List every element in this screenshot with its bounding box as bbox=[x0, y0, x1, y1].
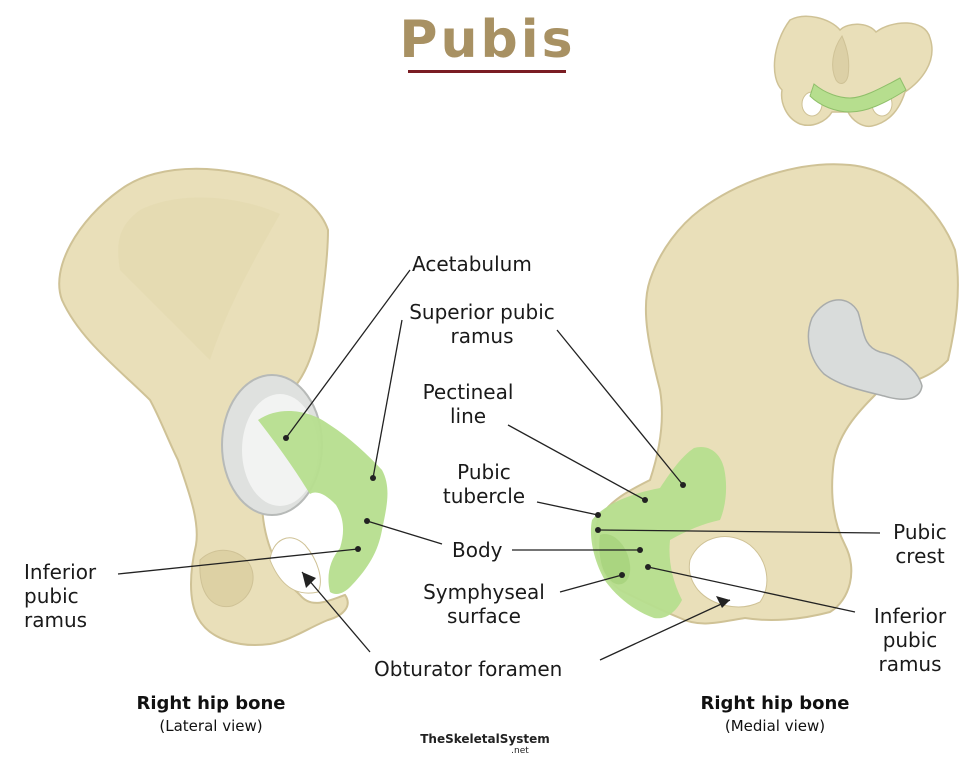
caption-right-title: Right hip bone bbox=[700, 693, 850, 714]
watermark-suffix: .net bbox=[511, 746, 529, 756]
leader-endpoints bbox=[283, 435, 730, 608]
label-inferior-pubic-ramus-left: Inferior pubic ramus bbox=[24, 560, 97, 632]
page-title: Pubis bbox=[399, 10, 576, 70]
label-pectineal-line: Pectineal line bbox=[422, 380, 514, 428]
label-obturator-foramen: Obturator foramen bbox=[374, 657, 563, 681]
label-symphyseal-surface: Symphyseal surface bbox=[423, 580, 545, 628]
label-pubic-crest: Pubic crest bbox=[893, 520, 947, 568]
caption-right: Right hip bone (Medial view) bbox=[655, 692, 895, 736]
caption-left-view: (Lateral view) bbox=[159, 717, 263, 735]
pelvis-thumbnail-icon bbox=[773, 15, 933, 128]
title-underline bbox=[408, 70, 566, 73]
label-pubic-tubercle: Pubic tubercle bbox=[442, 460, 526, 508]
right-hip-bone bbox=[590, 163, 959, 625]
label-body: Body bbox=[452, 538, 503, 562]
label-inferior-pubic-ramus-right: Inferior pubic ramus bbox=[873, 604, 947, 676]
leader-lines bbox=[117, 269, 881, 661]
caption-right-view: (Medial view) bbox=[724, 717, 826, 735]
caption-left: Right hip bone (Lateral view) bbox=[91, 692, 331, 736]
label-acetabulum: Acetabulum bbox=[412, 252, 532, 276]
watermark-name: TheSkeletalSystem bbox=[420, 732, 550, 746]
left-hip-bone bbox=[58, 167, 388, 646]
caption-left-title: Right hip bone bbox=[136, 693, 286, 714]
label-superior-pubic-ramus: Superior pubic ramus bbox=[409, 300, 555, 348]
watermark: TheSkeletalSystem .net bbox=[420, 732, 550, 756]
